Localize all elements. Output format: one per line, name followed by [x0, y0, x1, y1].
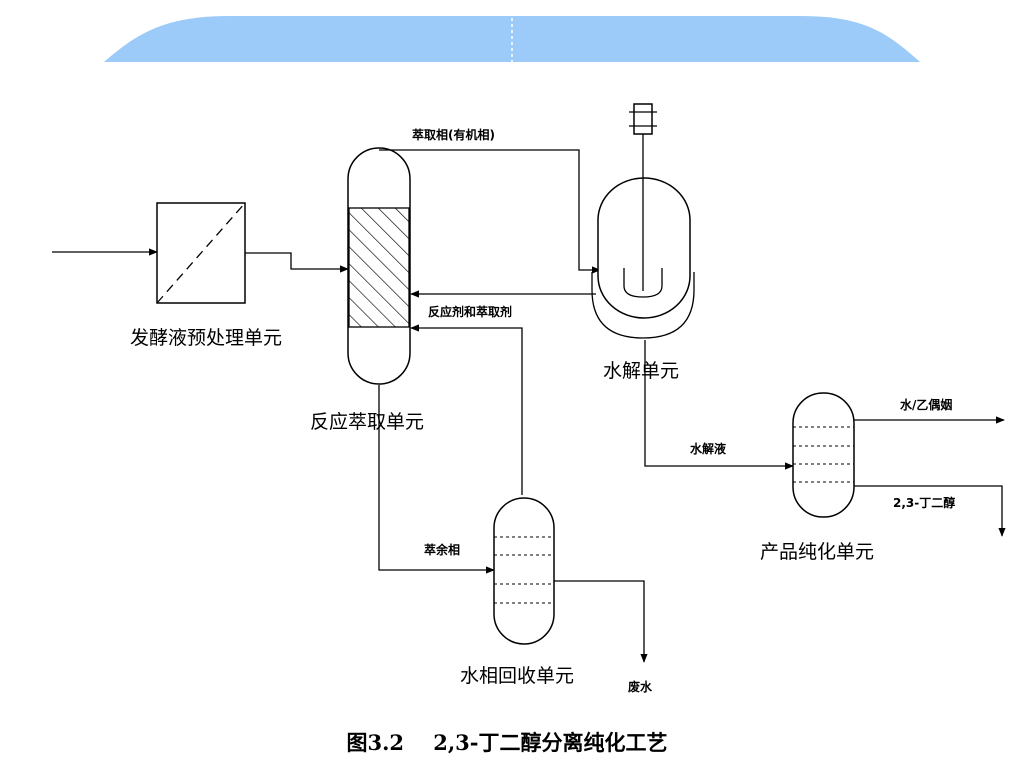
column-packing: [348, 207, 410, 328]
reagent-extractant-line: [410, 324, 523, 495]
reagent-extractant-label: 反应剂和萃取剂: [428, 304, 512, 319]
purification-unit-label: 产品纯化单元: [760, 541, 874, 563]
figure-caption: 图3.2 2,3-丁二醇分离纯化工艺: [346, 730, 667, 755]
product-line: [854, 485, 1006, 537]
water-acetoin-label: 水/乙偶姻: [900, 397, 952, 412]
water-recovery-column: [493, 497, 555, 645]
raffinate-line: [378, 385, 495, 574]
wastewater-line: [554, 580, 648, 663]
hydrolysate-line: [644, 340, 794, 470]
wastewater-label: 废水: [628, 679, 653, 694]
raffinate-label: 萃余相: [424, 542, 460, 557]
purification-column: [792, 392, 855, 518]
pretreatment-to-column-line: [245, 252, 349, 273]
filter-diagonal: [156, 202, 246, 304]
pretreatment-unit-label: 发酵液预处理单元: [130, 327, 282, 349]
hydrolysate-label: 水解液: [690, 441, 726, 456]
agitator-motor: [633, 103, 653, 135]
reaction-extraction-column: [347, 147, 411, 385]
extract-phase-line: [379, 149, 601, 274]
product-label: 2,3-丁二醇: [893, 495, 955, 510]
reaction-extraction-unit-label: 反应萃取单元: [310, 411, 424, 433]
extract-phase-label: 萃取相(有机相): [412, 127, 495, 142]
reactor-jacket: [591, 272, 695, 339]
water-recovery-unit-label: 水相回收单元: [460, 665, 574, 687]
header-banner: [104, 16, 920, 62]
hydrolysis-reactor: [591, 103, 695, 339]
hydrolysis-unit-label: 水解单元: [603, 360, 679, 382]
agitator-impeller: [623, 268, 663, 298]
